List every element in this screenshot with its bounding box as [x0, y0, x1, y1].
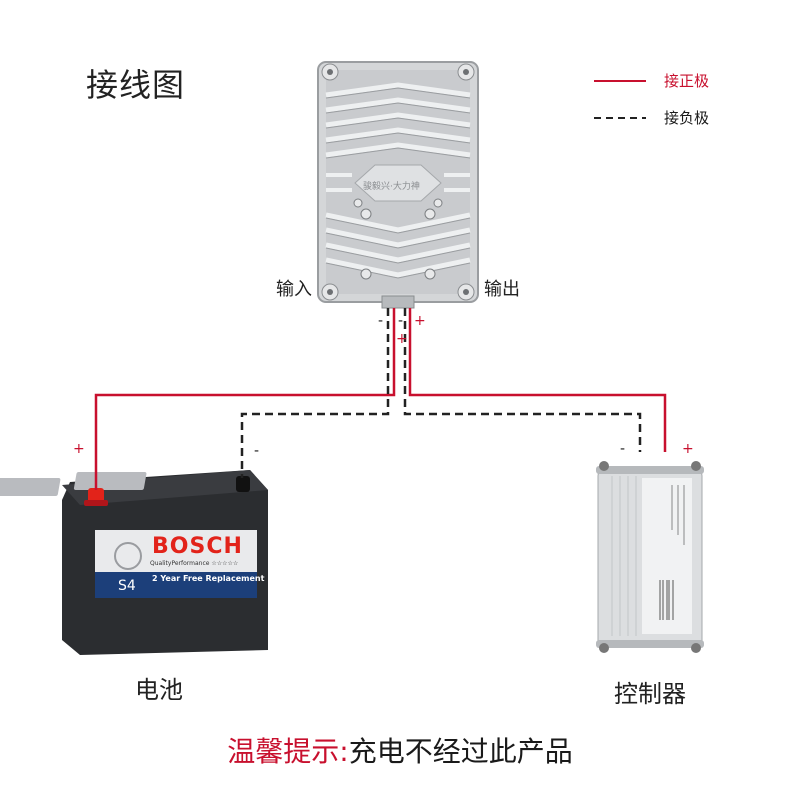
converter-output-label: 输出 [484, 279, 520, 300]
negative-wires [240, 308, 642, 478]
controller-label: 控制器 [614, 680, 686, 708]
converter-device [317, 61, 479, 309]
positive-wires [94, 308, 667, 490]
converter-output-neg-sign: - [398, 313, 404, 329]
converter-emboss-text: 骏毅兴·大力神 [363, 182, 420, 192]
controller-neg-sign: - [620, 441, 626, 457]
battery-warranty: 2 Year Free Replacement [152, 574, 265, 583]
battery-tagline: QualityPerformance ☆☆☆☆☆ [150, 560, 239, 567]
battery-pos-sign: + [73, 441, 85, 457]
legend-positive-label: 接正极 [664, 72, 710, 90]
battery-brand: BOSCH [152, 534, 243, 559]
controller-device [596, 461, 704, 653]
controller-pos-sign: + [682, 441, 694, 457]
legend-negative-label: 接负极 [664, 109, 710, 127]
battery-model: S4 [118, 578, 136, 594]
converter-output-pos-sign: + [414, 313, 426, 329]
battery-neg-sign: - [254, 443, 260, 459]
battery-label: 电池 [135, 676, 183, 704]
warm-tip: 温馨提示:充电不经过此产品 [0, 730, 800, 770]
warm-tip-prefix: 温馨提示: [227, 735, 349, 768]
converter-input-label: 输入 [276, 279, 312, 300]
battery-device [0, 470, 268, 655]
converter-input-pos-sign: + [396, 331, 408, 347]
warm-tip-text: 充电不经过此产品 [348, 735, 573, 768]
converter-input-neg-sign: - [378, 313, 384, 329]
page-title: 接线图 [86, 66, 186, 104]
